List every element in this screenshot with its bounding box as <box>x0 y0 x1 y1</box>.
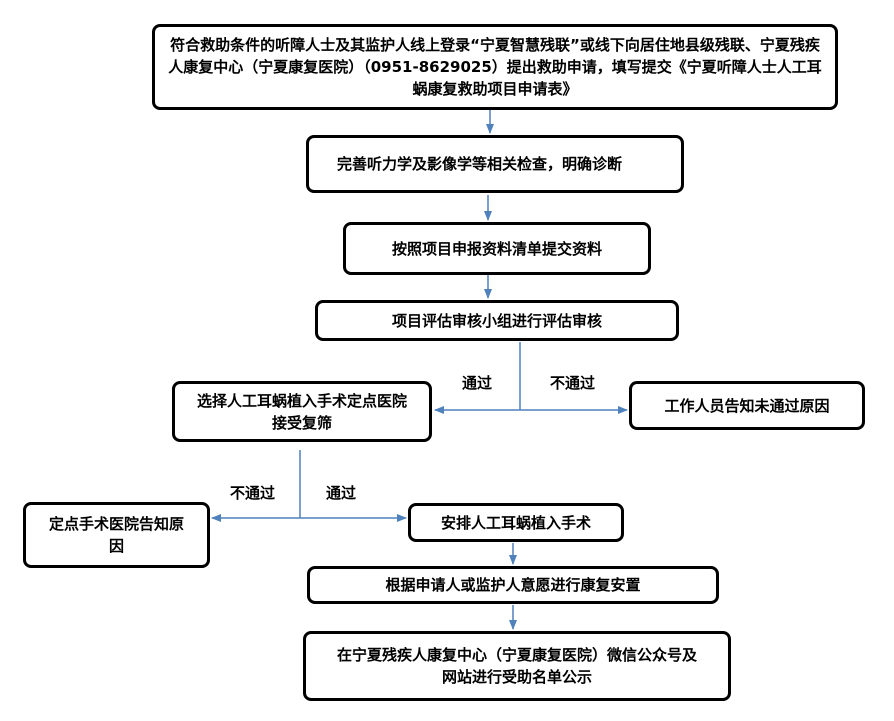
node-reject-notice: 工作人员告知未通过原因 <box>629 381 865 430</box>
node-apply: 符合救助条件的听障人士及其监护人线上登录“宁夏智慧残联”或线下向居住地县级残联、… <box>152 24 838 110</box>
label-screening-fail: 不通过 <box>230 484 276 502</box>
node-surgery: 安排人工耳蜗植入手术 <box>408 503 624 542</box>
node-review: 项目评估审核小组进行评估审核 <box>315 300 679 341</box>
node-screening: 选择人工耳蜗植入手术定点医院接受复筛 <box>172 381 432 442</box>
node-publicity: 在宁夏残疾人康复中心（宁夏康复医院）微信公众号及网站进行受助名单公示 <box>303 631 731 701</box>
node-exam: 完善听力学及影像学等相关检查，明确诊断 <box>306 135 684 193</box>
label-review-fail: 不通过 <box>550 374 596 392</box>
node-hospital-notice: 定点手术医院告知原因 <box>23 502 210 568</box>
label-review-pass: 通过 <box>462 374 493 392</box>
node-rehab: 根据申请人或监护人意愿进行康复安置 <box>307 566 719 604</box>
node-submit: 按照项目申报资料清单提交资料 <box>343 222 651 275</box>
label-screening-pass: 通过 <box>326 484 357 502</box>
